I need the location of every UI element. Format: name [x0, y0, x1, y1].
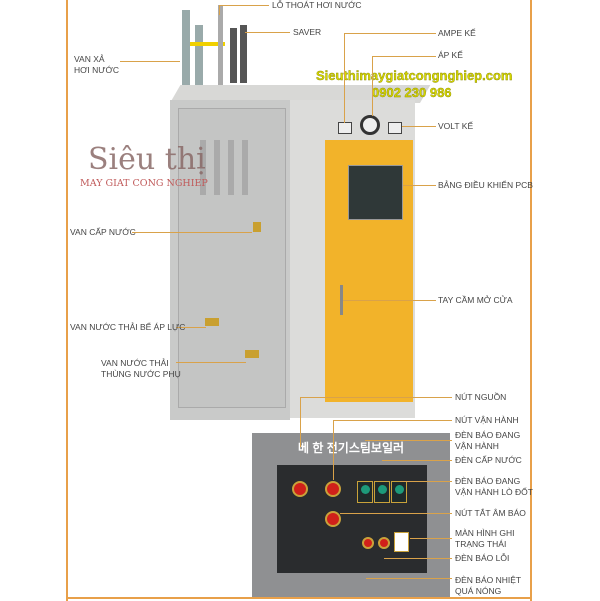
- panel-title: 베 한 전기스팀보일러: [298, 441, 405, 455]
- label-steam-outlet: LỖ THOÁT HƠI NƯỚC: [272, 0, 362, 10]
- label-pcb-panel: BẢNG ĐIỀU KHIỂN PCB: [438, 180, 533, 190]
- label-status-screen-1: MÀN HÌNH GHI: [455, 528, 515, 538]
- label-power-button: NÚT NGUỒN: [455, 392, 507, 402]
- label-error-light: ĐÈN BÁO LỖI: [455, 553, 510, 563]
- door-handle[interactable]: [340, 285, 343, 315]
- overheat-light: [378, 537, 390, 549]
- water-supply-valve: [253, 222, 261, 232]
- label-burner-light-2: VẬN HÀNH LÒ ĐỐT: [455, 487, 533, 497]
- label-running-light-1: ĐÈN BÁO ĐANG: [455, 430, 521, 440]
- drain-valve: [245, 350, 259, 358]
- power-button[interactable]: [292, 481, 308, 497]
- saver-pipe: [230, 28, 237, 83]
- label-steam-valve-2: HƠI NƯỚC: [74, 65, 119, 75]
- voltmeter-icon: [388, 122, 402, 134]
- running-light: [357, 481, 373, 503]
- label-overheat-1: ĐÈN BÁO NHIỆT: [455, 575, 522, 585]
- label-door-handle: TAY CẦM MỞ CỬA: [438, 295, 513, 305]
- label-voltmeter: VOLT KẾ: [438, 121, 474, 131]
- steam-outlet-pipe: [218, 5, 223, 85]
- valve-pipe: [182, 10, 190, 90]
- label-alarm-off: NÚT TẮT ÂM BÁO: [455, 508, 526, 518]
- pcb-panel: [348, 165, 403, 220]
- control-panel: 베 한 전기스팀보일러: [252, 433, 450, 597]
- pressure-gauge-icon: [360, 115, 380, 135]
- ammeter-icon: [338, 122, 352, 134]
- label-burner-light-1: ĐÈN BÁO ĐANG: [455, 476, 521, 486]
- run-button[interactable]: [325, 481, 341, 497]
- valve-pipe: [195, 25, 203, 90]
- website-text: Sieuthimaygiatcongnghiep.com: [316, 68, 513, 83]
- phone-text: 0902 230 986: [372, 85, 452, 100]
- label-water-supply-valve: VAN CẤP NƯỚC: [70, 227, 136, 237]
- label-overheat-2: QUÁ NÓNG: [455, 586, 502, 596]
- label-aux-drain-1: VAN NƯỚC THẢI: [101, 358, 169, 368]
- label-aux-drain-2: THÙNG NƯỚC PHỤ: [101, 369, 181, 379]
- label-water-light: ĐÈN CẤP NƯỚC: [455, 455, 522, 465]
- water-light: [374, 481, 390, 503]
- drain-valve: [205, 318, 219, 326]
- watermark-brand: Siêu thị: [88, 142, 206, 177]
- label-steam-valve-1: VAN XẢ: [74, 54, 105, 64]
- watermark-sub: MAY GIAT CONG NGHIEP: [80, 178, 208, 189]
- burner-light: [391, 481, 407, 503]
- label-status-screen-2: TRẠNG THÁI: [455, 539, 507, 549]
- label-ammeter: AMPE KẾ: [438, 28, 476, 38]
- frame-left: [66, 0, 68, 601]
- error-light: [362, 537, 374, 549]
- alarm-off-button[interactable]: [325, 511, 341, 527]
- frame-bottom: [66, 597, 532, 599]
- status-screen: [394, 532, 409, 552]
- label-saver: SAVER: [293, 27, 322, 37]
- vents: [200, 140, 250, 195]
- label-pressure-gauge: ÁP KẾ: [438, 50, 463, 60]
- valve-handle: [190, 42, 225, 46]
- label-pressure-tank-drain: VAN NƯỚC THẢI BỂ ÁP LỰC: [70, 322, 186, 332]
- frame-right: [530, 0, 532, 601]
- label-run-button: NÚT VẬN HÀNH: [455, 415, 519, 425]
- label-running-light-2: VẬN HÀNH: [455, 441, 499, 451]
- saver-pipe: [240, 25, 247, 83]
